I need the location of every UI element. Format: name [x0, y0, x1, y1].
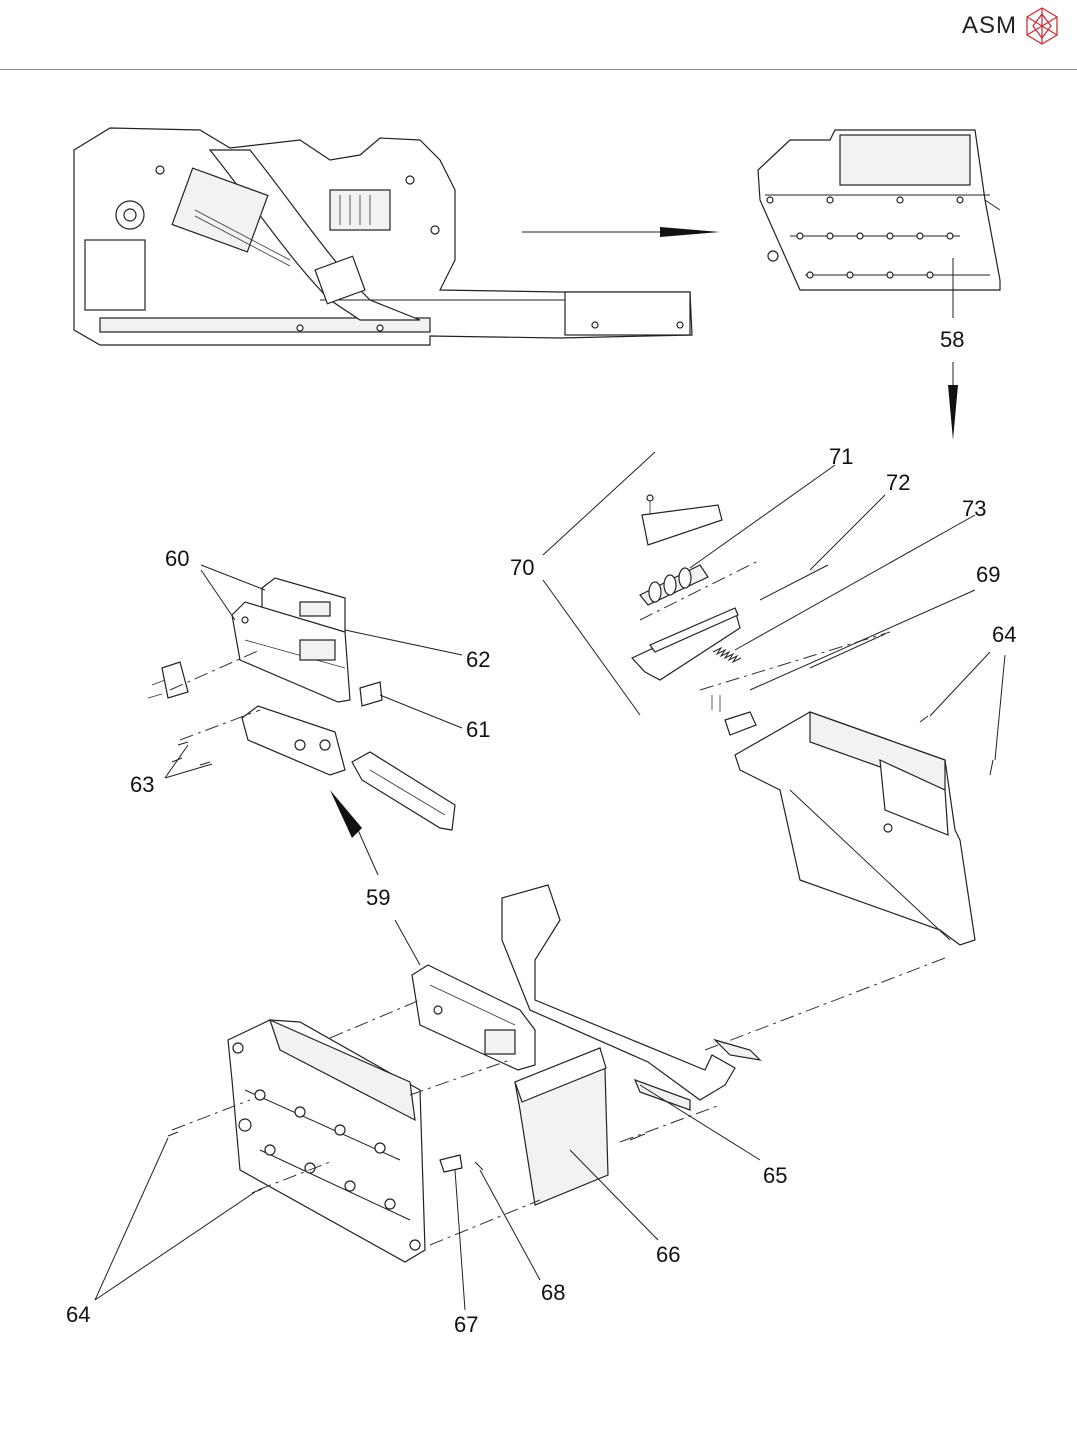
- screw-part: [990, 760, 993, 775]
- screw-part: [168, 1132, 178, 1136]
- callout-71: 71: [829, 444, 853, 469]
- callout-62: 62: [466, 647, 490, 672]
- screw-part-68: [475, 1162, 483, 1170]
- lever-part: [632, 608, 740, 680]
- leader-72: [810, 495, 885, 570]
- leader-64: [930, 652, 990, 716]
- small-block-part: [712, 695, 756, 735]
- main-frame-part: [228, 1020, 425, 1262]
- leader-60: [201, 565, 265, 590]
- pin-part-69: [810, 634, 885, 668]
- axis-line: [705, 958, 945, 1050]
- callout-67: 67: [454, 1312, 478, 1337]
- leader-63: [165, 764, 212, 778]
- axis-line: [330, 1000, 420, 1038]
- axis-line: [410, 1060, 510, 1095]
- leader-63: [165, 745, 188, 778]
- leader-70: [543, 452, 655, 555]
- callout-73: 73: [962, 496, 986, 521]
- callout-59: 59: [366, 885, 390, 910]
- feeder-assembly-overview: [74, 128, 692, 345]
- small-plate-part-61: [360, 682, 382, 706]
- leader-61: [380, 695, 462, 728]
- callout-64-lower: 64: [66, 1302, 90, 1327]
- leader-68: [480, 1170, 540, 1280]
- callout-58: 58: [940, 327, 964, 352]
- cam-shaft-part-71: [640, 565, 708, 605]
- callout-63: 63: [130, 772, 154, 797]
- callout-70: 70: [510, 555, 534, 580]
- slider-part: [352, 752, 455, 830]
- leader-62: [345, 630, 462, 655]
- callout-61: 61: [466, 717, 490, 742]
- side-plate-assembly-58: [758, 130, 1000, 290]
- leader-70: [543, 580, 640, 715]
- latch-part-67: [440, 1155, 462, 1172]
- callout-66: 66: [656, 1242, 680, 1267]
- pin-part-72: [760, 565, 828, 600]
- callout-69: 69: [976, 562, 1000, 587]
- callout-64-upper: 64: [992, 622, 1016, 647]
- leader-59: [395, 920, 420, 965]
- axis-line: [620, 1105, 720, 1142]
- arrow-up-icon: [330, 790, 378, 875]
- leader-69: [750, 590, 975, 690]
- callout-60: 60: [165, 546, 189, 571]
- callout-72: 72: [886, 470, 910, 495]
- screw-part: [252, 1189, 262, 1193]
- cover-strip-part: [642, 495, 722, 545]
- axis-line: [430, 1200, 540, 1245]
- leader-60: [201, 570, 235, 620]
- arrow-down-icon: [948, 362, 958, 440]
- arrow-right-icon: [522, 227, 720, 237]
- bracket-part: [148, 662, 188, 698]
- callout-68: 68: [541, 1280, 565, 1305]
- screw-part: [920, 716, 928, 722]
- leader-67: [455, 1170, 465, 1310]
- spring-part-73: [713, 648, 741, 662]
- guide-base-part-63: [242, 706, 345, 775]
- cover-plate-part-66: [515, 1048, 608, 1205]
- feeder-module-part-59: [412, 965, 535, 1070]
- callout-65: 65: [763, 1163, 787, 1188]
- housing-part-64-upper: [735, 712, 975, 945]
- leader-73: [735, 515, 975, 650]
- leader-64: [995, 655, 1005, 760]
- leader-66: [570, 1150, 658, 1240]
- screw-part: [178, 742, 188, 745]
